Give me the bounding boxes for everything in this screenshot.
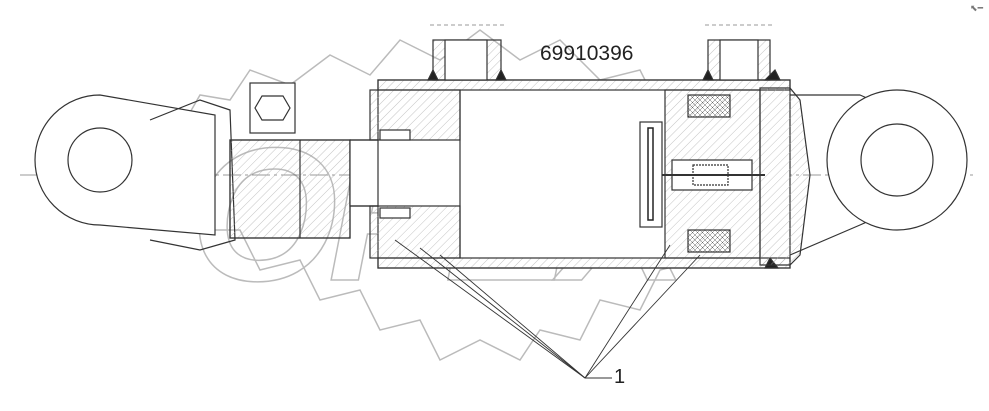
part-number-label: 69910396 xyxy=(540,42,634,65)
expand-icon[interactable]: ⬉━ xyxy=(970,4,983,14)
callout-label: 1 xyxy=(614,366,626,388)
cylinder-outline xyxy=(20,24,975,379)
